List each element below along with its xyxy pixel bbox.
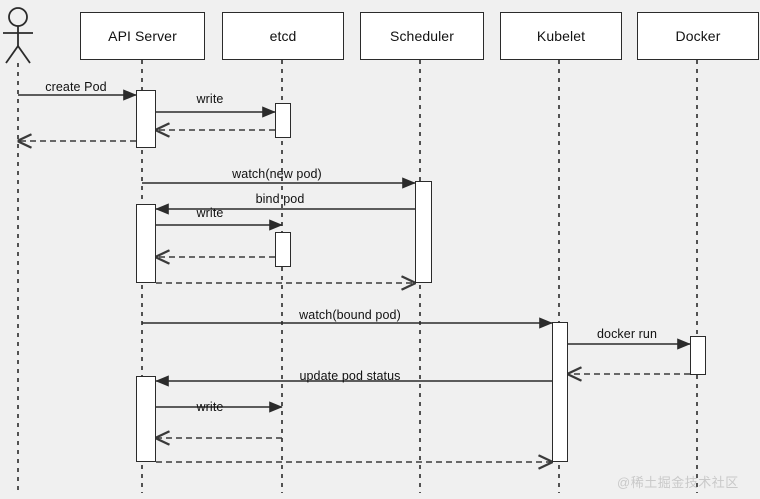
api-server-activation-2 <box>136 204 156 283</box>
etcd-activation-2 <box>275 232 291 267</box>
message-docker-run-label: docker run <box>596 327 658 341</box>
api-server-activation-1 <box>136 90 156 148</box>
message-watch-bound-pod-label: watch(bound pod) <box>299 308 401 322</box>
participant-label-api-server: API Server <box>108 28 177 44</box>
scheduler-activation-1 <box>415 181 432 283</box>
etcd-activation-1 <box>275 103 291 138</box>
participant-label-kubelet: Kubelet <box>536 28 586 44</box>
message-watch-new-pod-label: watch(new pod) <box>232 167 322 181</box>
message-write-3-label: write <box>196 400 224 414</box>
message-update-pod-status-label: update pod status <box>299 369 401 383</box>
actor-stick-figure <box>3 7 33 64</box>
messages-group <box>18 89 691 462</box>
lifelines-group <box>17 60 698 493</box>
message-write-2-label: write <box>196 206 224 220</box>
participant-label-docker: Docker <box>675 28 721 44</box>
docker-activation-1 <box>690 336 706 375</box>
message-write-1-label: write <box>196 92 224 106</box>
participant-box-scheduler: Scheduler <box>360 12 484 60</box>
participant-box-kubelet: Kubelet <box>500 12 622 60</box>
api-server-activation-3 <box>136 376 156 462</box>
kubelet-activation-1 <box>552 322 568 462</box>
message-create-pod-label: create Pod <box>45 80 107 94</box>
participant-box-docker: Docker <box>637 12 759 60</box>
participant-label-etcd: etcd <box>269 28 297 44</box>
participant-box-etcd: etcd <box>222 12 344 60</box>
watermark-text: @稀土掘金技术社区 <box>617 475 739 490</box>
participant-label-scheduler: Scheduler <box>390 28 454 44</box>
message-bind-pod-label: bind pod <box>255 192 305 206</box>
participant-box-api-server: API Server <box>80 12 205 60</box>
